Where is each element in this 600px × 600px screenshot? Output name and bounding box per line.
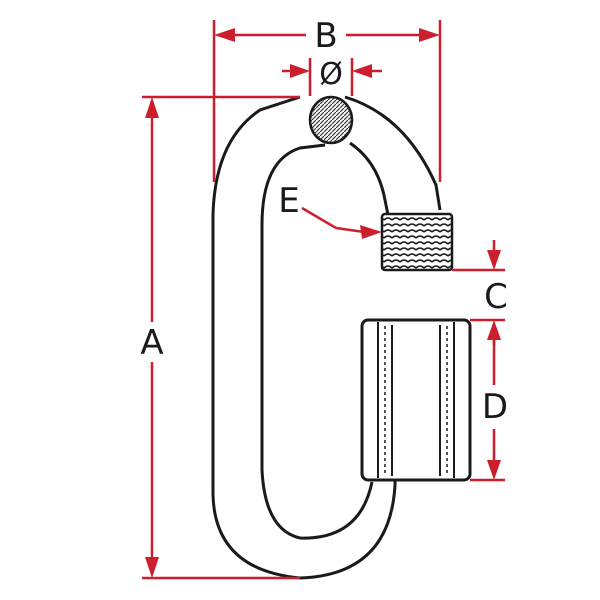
wire-cross-section [308,95,354,145]
link-outer-outline [211,95,397,580]
leader-e-tail [335,226,365,234]
dim-a-arrow-bottom [145,557,159,578]
dim-dia-arrow-right [352,64,372,78]
label-d: D [482,387,508,427]
dim-c-arrow-bottom [487,320,501,340]
dim-b-arrow-left [214,28,235,42]
dim-b-arrow-right [419,28,440,42]
link-inner-outline [260,143,374,540]
link-outer-right [344,95,442,211]
dim-c-arrow-top [487,250,501,270]
label-a: A [140,323,163,363]
leader-e [301,206,337,230]
dim-d-arrow-bottom [487,460,501,480]
label-b: B [314,16,337,56]
label-e: E [278,181,299,221]
dim-a-arrow-top [145,97,159,118]
threaded-end [380,212,454,272]
sleeve-nut [360,318,472,482]
dim-dia-arrow-left [290,64,310,78]
leader-e-arrow [360,225,382,239]
label-c: C [484,277,508,317]
link-inner-right [349,141,390,216]
label-diameter: Ø [319,57,343,92]
